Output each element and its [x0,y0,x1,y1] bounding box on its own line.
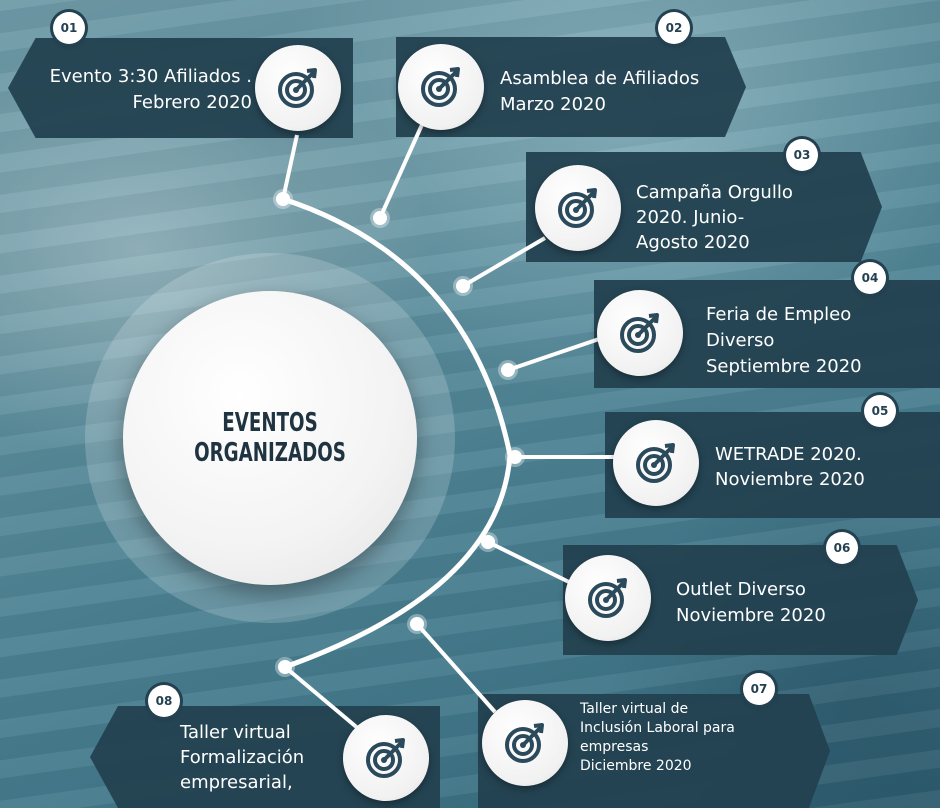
event-text-06: Outlet Diverso Noviembre 2020 [676,579,826,626]
timeline-dot [481,535,495,549]
event-icon-06 [565,555,651,641]
diagram-title: EVENTOS ORGANIZADOS [194,408,346,468]
target-arrow-icon [618,311,662,355]
event-text-05: WETRADE 2020. Noviembre 2020 [715,444,865,490]
event-number-05: 05 [864,395,896,427]
event-text-02: Asamblea de Afiliados Marzo 2020 [500,68,700,115]
timeline-dot [501,363,515,377]
timeline-dot [508,450,522,464]
event-number-02: 02 [658,12,690,44]
timeline-dot [276,192,290,206]
event-text-03: Campaña Orgullo 2020. Junio- Agosto 2020 [636,182,793,253]
event-number-06: 06 [826,532,858,564]
target-arrow-icon [276,66,320,110]
event-icon-03 [535,165,621,251]
center-circle: EVENTOS ORGANIZADOS [123,291,417,585]
event-text-01: Evento 3:30 Afiliados . Febrero 2020 [49,66,252,113]
event-icon-07 [482,700,568,786]
event-icon-01 [255,45,341,131]
event-icon-05 [613,420,699,506]
target-arrow-icon [503,721,547,765]
target-arrow-icon [634,441,678,485]
event-number-07: 07 [743,673,775,705]
event-icon-02 [398,44,484,130]
event-number-08: 08 [148,685,180,717]
timeline-dot [278,660,292,674]
timeline-dot [456,279,470,293]
event-number-03: 03 [786,139,818,171]
event-icon-08 [343,715,429,801]
target-arrow-icon [419,65,463,109]
event-number-04: 04 [854,262,886,294]
target-arrow-icon [586,576,630,620]
timeline-dot [373,211,387,225]
event-icon-04 [597,290,683,376]
target-arrow-icon [556,186,600,230]
event-text-07: Taller virtual de Inclusión Laboral para… [580,701,735,774]
event-text-04: Feria de Empleo Diverso Septiembre 2020 [706,304,862,377]
event-number-01: 01 [53,12,85,44]
target-arrow-icon [364,736,408,780]
event-text-08: Taller virtual Formalización empresarial… [180,722,305,793]
timeline-dot [410,617,424,631]
